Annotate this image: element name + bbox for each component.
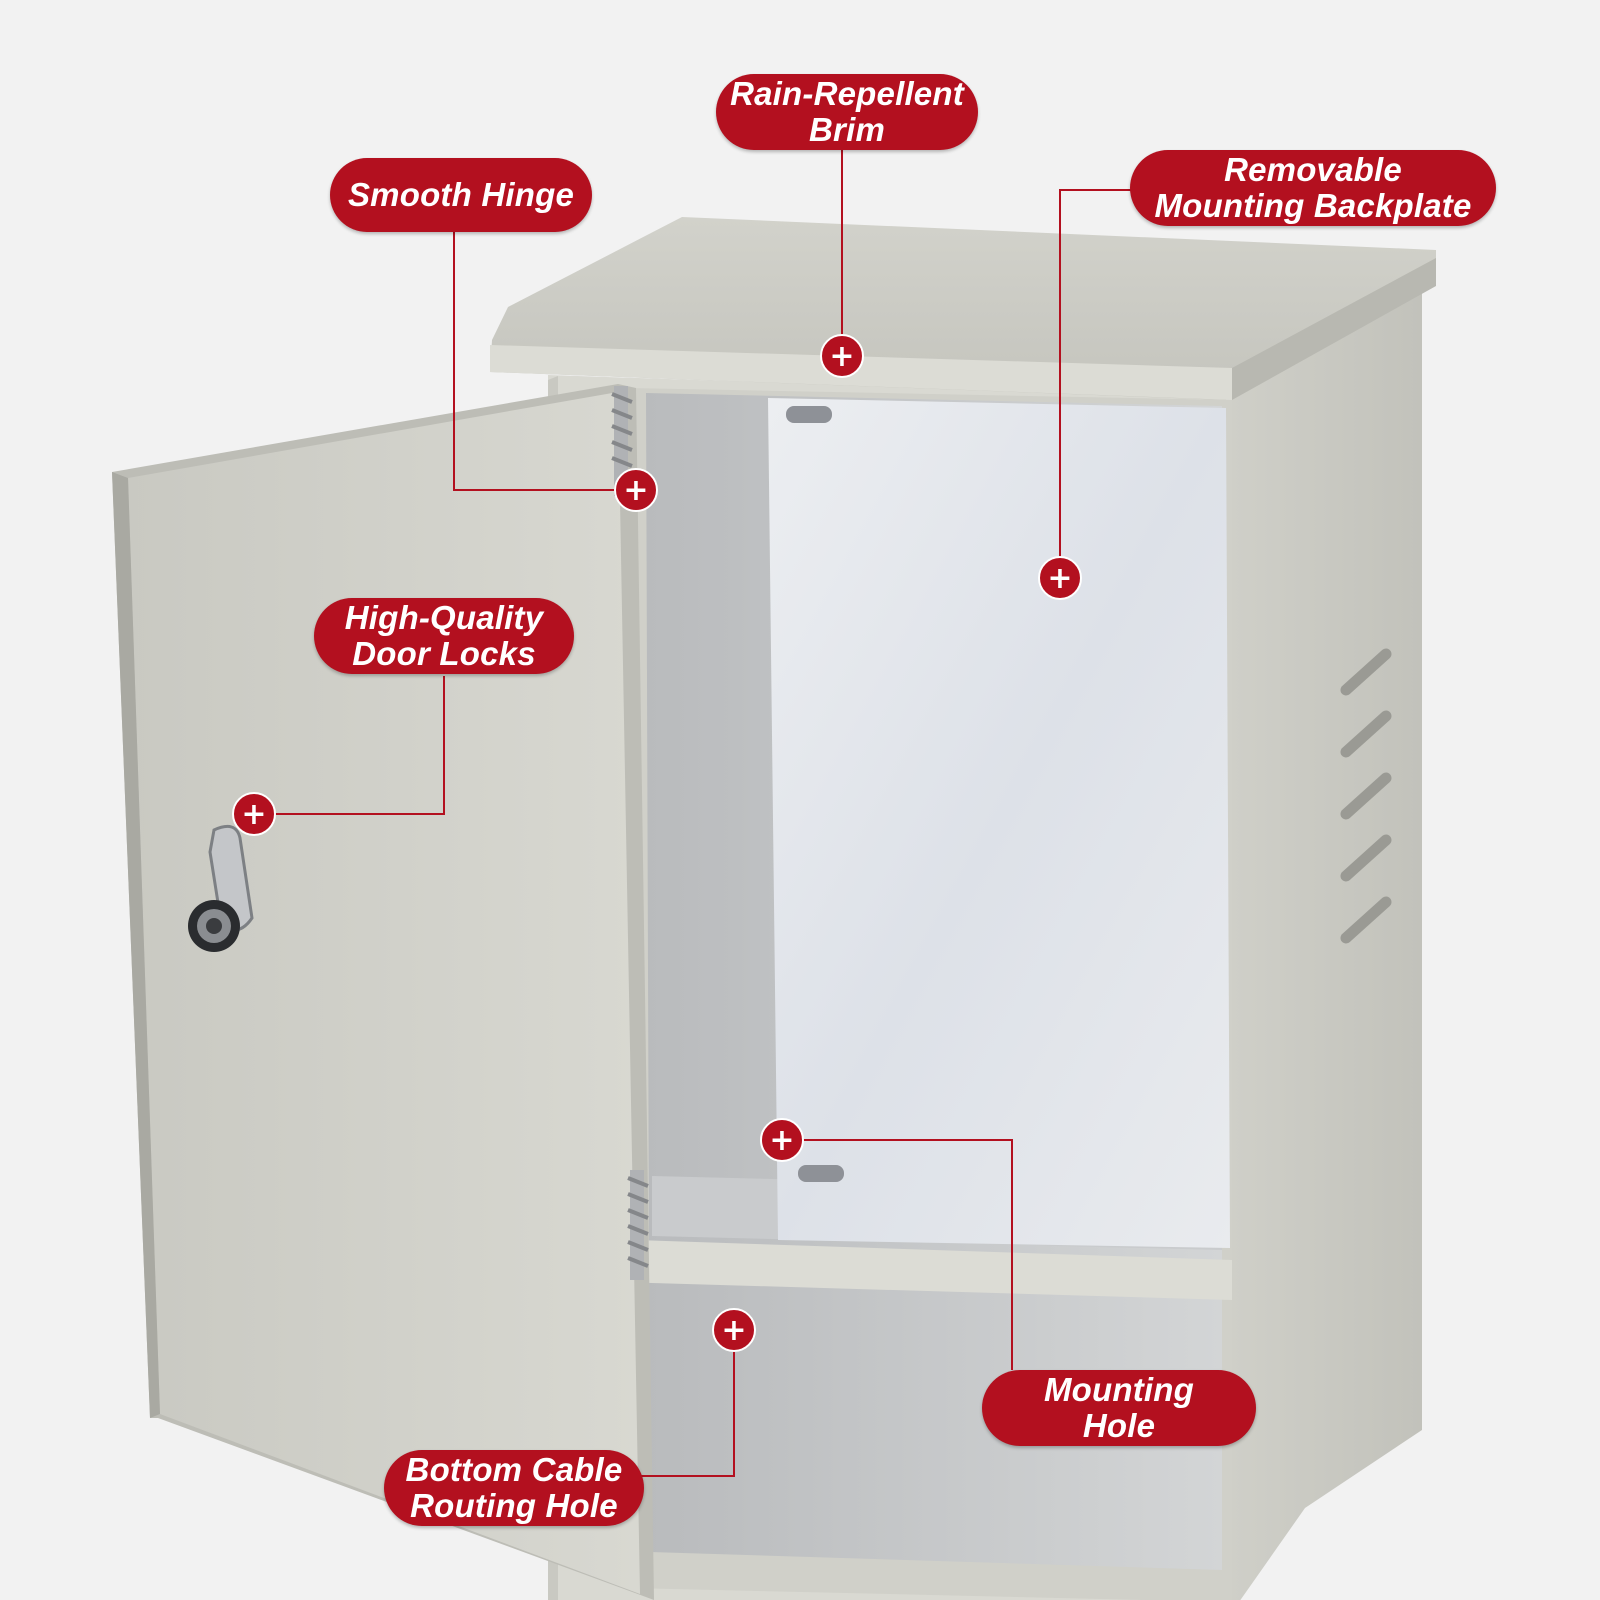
callout-rain-brim-line2: Brim bbox=[809, 111, 885, 148]
side-vents bbox=[1340, 648, 1392, 944]
callout-cable-hole-line1: Bottom Cable bbox=[405, 1451, 623, 1488]
leader-mounting-hole bbox=[782, 1139, 1013, 1370]
callout-leader-lines bbox=[254, 148, 1136, 1477]
leader-smooth-hinge bbox=[453, 228, 636, 491]
callout-backplate-line2: Mounting Backplate bbox=[1154, 187, 1472, 224]
callout-smooth-hinge-line1: Smooth Hinge bbox=[347, 176, 575, 213]
callout-mounting-hole: Mounting Hole bbox=[982, 1370, 1256, 1446]
callout-cable-hole-line2: Routing Hole bbox=[410, 1487, 618, 1524]
hinge-bottom bbox=[627, 1170, 649, 1280]
callout-door-locks: High-Quality Door Locks bbox=[314, 598, 574, 674]
door-lock bbox=[188, 824, 254, 952]
leader-door-locks bbox=[254, 676, 445, 815]
callout-mounting-hole-line2: Hole bbox=[1082, 1407, 1156, 1444]
leader-cable-hole bbox=[640, 1330, 735, 1477]
callout-cable-hole: Bottom Cable Routing Hole bbox=[384, 1450, 644, 1526]
backplate-slot-top bbox=[786, 406, 832, 423]
callout-smooth-hinge: Smooth Hinge bbox=[330, 158, 592, 232]
leader-backplate bbox=[1059, 189, 1136, 578]
callout-backplate-line1: Removable bbox=[1224, 151, 1402, 188]
callout-backplate: Removable Mounting Backplate bbox=[1130, 150, 1496, 226]
enclosure-door bbox=[112, 384, 654, 1600]
callout-rain-brim-line1: Rain-Repellent bbox=[730, 75, 964, 112]
callout-door-locks-line1: High-Quality bbox=[344, 599, 544, 636]
callout-door-locks-line2: Door Locks bbox=[352, 635, 536, 672]
callout-mounting-hole-line1: Mounting bbox=[1043, 1371, 1195, 1408]
callout-rain-brim: Rain-Repellent Brim bbox=[716, 74, 978, 150]
backplate-shape bbox=[768, 398, 1230, 1248]
backplate-slot-bottom bbox=[798, 1165, 844, 1182]
